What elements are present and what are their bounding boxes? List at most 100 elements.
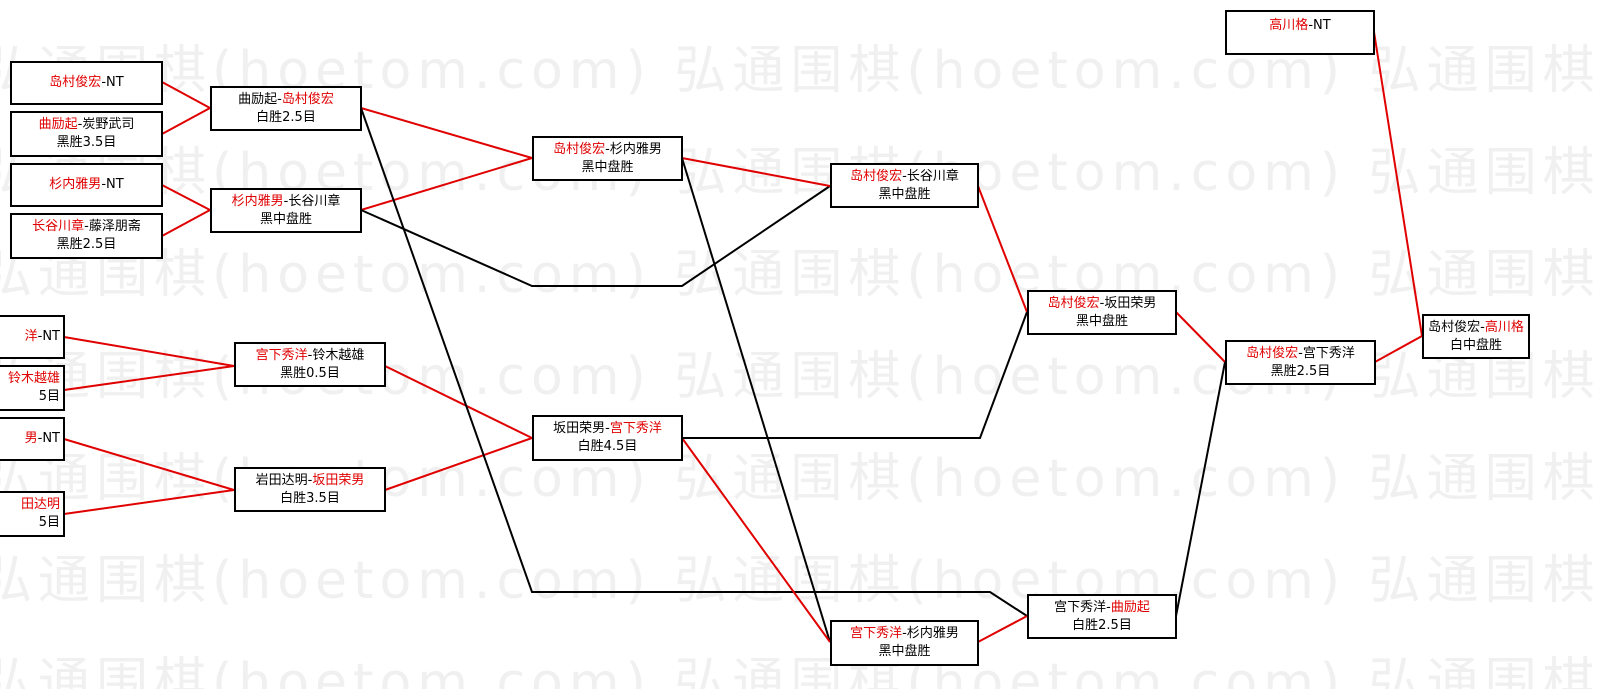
- winner-name: 洋: [24, 329, 38, 344]
- bracket-line: [161, 184, 211, 211]
- player-name: NT: [1313, 18, 1331, 33]
- match-result: 黑胜2.5目: [1270, 364, 1331, 379]
- match-r3-1: 岛村俊宏-杉内雅男 黑中盘胜: [532, 136, 683, 181]
- bracket-line: [360, 185, 831, 287]
- separator: -: [77, 117, 83, 132]
- match-result: 白胜4.5目: [577, 439, 638, 454]
- bracket-line: [161, 209, 211, 237]
- match-r1-4: 长谷川章-藤泽朋斋 黑胜2.5目: [10, 213, 163, 259]
- winner-name: 岛村俊宏: [281, 92, 334, 107]
- bracket-line: [360, 157, 533, 211]
- separator: -: [101, 75, 107, 90]
- separator: -: [283, 194, 289, 209]
- match-r4-2: 宫下秀洋-杉内雅男 黑中盘胜: [830, 620, 979, 666]
- winner-name: 杉内雅男: [49, 177, 102, 192]
- winner-name: 曲励起: [1110, 600, 1150, 615]
- separator: -: [277, 92, 282, 107]
- match-r2-3: 宫下秀洋-铃木越雄 黑胜0.5目: [234, 342, 386, 387]
- player-name: NT: [106, 177, 124, 192]
- winner-name: 长谷川章: [32, 219, 85, 234]
- match-r1-1: 岛村俊宏-NT: [10, 61, 163, 105]
- match-result: 黑胜3.5目: [56, 135, 117, 150]
- match-r4-1: 岛村俊宏-长谷川章 黑中盘胜: [830, 163, 979, 208]
- player-name: 杉内雅男: [906, 626, 959, 641]
- match-result: 白胜3.5目: [280, 491, 340, 506]
- separator: -: [1298, 346, 1303, 361]
- bracket-line: [681, 437, 831, 643]
- match-r5-2: 宫下秀洋-曲励起 白胜2.5目: [1027, 594, 1177, 639]
- match-result: 黑胜0.5目: [280, 366, 340, 381]
- match-result: 黑中盘胜: [259, 212, 312, 227]
- winner-name: 曲励起: [38, 117, 78, 132]
- match-r1-8: 田达明 5目: [0, 491, 65, 537]
- bracket-line: [681, 157, 831, 643]
- winner-name: 坂田荣男: [312, 473, 365, 488]
- winner-name: 铃木越雄: [7, 371, 60, 386]
- match-r5-1: 岛村俊宏-坂田荣男 黑中盘胜: [1027, 290, 1177, 335]
- separator: -: [84, 219, 89, 234]
- bracket-line: [384, 437, 533, 491]
- bracket-line: [682, 311, 1028, 439]
- match-r1-3: 杉内雅男-NT: [10, 163, 163, 207]
- player-name: 坂田荣男: [553, 421, 606, 436]
- separator: -: [37, 431, 43, 446]
- match-result: 黑中盘胜: [878, 187, 931, 202]
- winner-name: 岛村俊宏: [49, 75, 102, 90]
- bracket-line: [1374, 335, 1423, 363]
- winner-name: 宫下秀洋: [609, 421, 662, 436]
- bracket-line: [63, 336, 235, 367]
- match-result: 黑中盘胜: [878, 644, 931, 659]
- bracket-line: [63, 489, 235, 515]
- match-r3-2: 坂田荣男-宫下秀洋 白胜4.5目: [532, 415, 683, 461]
- separator: -: [1099, 296, 1105, 311]
- winner-name: 岛村俊宏: [850, 169, 903, 184]
- match-r6-1: 岛村俊宏-宫下秀洋 黑胜2.5目: [1225, 340, 1376, 385]
- bracket-line: [977, 185, 1028, 313]
- player-name: 岩田达明: [255, 473, 308, 488]
- match-result: 白胜2.5目: [256, 110, 316, 125]
- separator: -: [307, 348, 313, 363]
- winner-name: 宫下秀洋: [850, 626, 903, 641]
- winner-name: 岛村俊宏: [1246, 346, 1299, 361]
- match-r1-2: 曲励起-炭野武司 黑胜3.5目: [10, 111, 163, 157]
- winner-name: 杉内雅男: [231, 194, 284, 209]
- bracket-line: [977, 615, 1028, 643]
- player-name: 曲励起: [238, 92, 278, 107]
- match-r2-1: 曲励起-岛村俊宏 白胜2.5目: [210, 86, 362, 131]
- separator: -: [605, 142, 610, 157]
- separator: -: [307, 473, 313, 488]
- bracket-line: [161, 81, 211, 109]
- match-result: 5目: [38, 515, 60, 530]
- bracket-line: [1373, 31, 1423, 337]
- player-name: 宫下秀洋: [1302, 346, 1355, 361]
- match-result: 黑胜2.5目: [56, 237, 117, 252]
- player-name: 坂田荣男: [1104, 296, 1157, 311]
- winner-name: 岛村俊宏: [553, 142, 606, 157]
- match-result: 黑中盘胜: [1075, 314, 1128, 329]
- match-r1-7: 男-NT: [0, 417, 65, 461]
- bracket-line: [360, 107, 1028, 617]
- match-r2-2: 杉内雅男-长谷川章 黑中盘胜: [210, 188, 362, 233]
- separator: -: [1106, 600, 1111, 615]
- match-result: 黑中盘胜: [581, 160, 634, 175]
- separator: -: [902, 626, 907, 641]
- player-name: 宫下秀洋: [1054, 600, 1107, 615]
- bracket-line: [63, 365, 235, 391]
- player-name: 炭野武司: [82, 117, 135, 132]
- player-name: 长谷川章: [906, 169, 959, 184]
- match-r1-5: 洋-NT: [0, 315, 65, 359]
- match-result: 白胜2.5目: [1072, 618, 1132, 633]
- bracket-line: [384, 365, 533, 439]
- player-name: 藤泽朋斋: [88, 219, 141, 234]
- bracket-line: [360, 107, 533, 159]
- winner-name: 男: [24, 431, 38, 446]
- bracket-line: [1175, 311, 1226, 363]
- separator: -: [605, 421, 610, 436]
- separator: -: [101, 177, 107, 192]
- match-r1-6: 铃木越雄 5目: [0, 365, 65, 411]
- player-name: 长谷川章: [288, 194, 341, 209]
- bracket-line: [681, 157, 831, 187]
- player-name: NT: [106, 75, 124, 90]
- match-result: 5目: [38, 389, 60, 404]
- separator: -: [37, 329, 43, 344]
